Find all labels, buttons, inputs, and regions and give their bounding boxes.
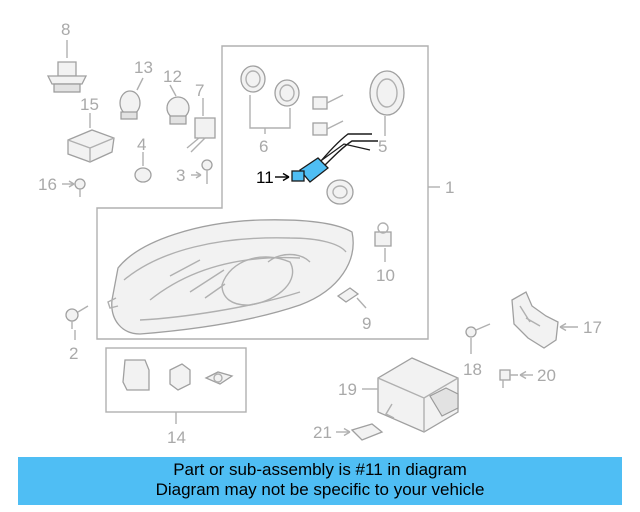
banner-line-1: Part or sub-assembly is #11 in diagram	[173, 460, 467, 479]
clip-21	[336, 423, 384, 441]
callout-7: 7	[195, 81, 204, 100]
callout-9: 9	[362, 314, 371, 333]
callout-1: 1	[445, 178, 454, 197]
nut-4	[134, 152, 152, 183]
banner-line-2: Diagram may not be specific to your vehi…	[155, 480, 485, 499]
screw-3	[191, 159, 213, 184]
bracket-kit-14	[122, 359, 234, 424]
harness-11-connector	[299, 157, 329, 183]
callout-16: 16	[38, 175, 57, 194]
harness-11-highlight	[291, 133, 378, 183]
bulb-8	[46, 40, 88, 93]
callout-3: 3	[176, 166, 185, 185]
callout-15: 15	[80, 95, 99, 114]
bulb-13	[119, 77, 144, 120]
callout-13: 13	[134, 58, 153, 77]
headlamp-housing	[107, 219, 354, 335]
callout-19: 19	[338, 380, 357, 399]
callout-10: 10	[376, 266, 395, 285]
socket-7	[186, 98, 216, 153]
callout-17: 17	[583, 318, 602, 337]
callout-2: 2	[69, 344, 78, 363]
caps-6	[240, 65, 300, 134]
module-15	[67, 113, 115, 163]
bolt-20	[499, 369, 533, 388]
headlamp-assembly-frame	[96, 45, 429, 340]
callout-21: 21	[313, 423, 332, 442]
screw-2	[65, 305, 89, 340]
callout-6: 6	[259, 137, 268, 156]
bracket-17	[511, 291, 578, 349]
socket-ring	[326, 179, 354, 205]
info-banner: Part or sub-assembly is #11 in diagram D…	[18, 457, 622, 505]
parts-diagram: 8 13 12 7 15 4 3	[38, 20, 602, 447]
socket-10	[374, 222, 392, 262]
clip-9	[336, 287, 367, 309]
callout-20: 20	[537, 366, 556, 385]
callout-8: 8	[61, 20, 70, 39]
callout-18: 18	[463, 360, 482, 379]
callout-11: 11	[256, 168, 274, 187]
bulb-12	[166, 84, 190, 125]
screw-16	[62, 178, 86, 197]
cap-5	[369, 70, 405, 136]
connectors-small	[312, 94, 344, 136]
callout-5: 5	[378, 137, 387, 156]
callout-4: 4	[137, 135, 146, 154]
callout-14: 14	[167, 428, 186, 447]
bolt-18	[465, 323, 491, 354]
module-19	[362, 357, 459, 433]
callout-12: 12	[163, 67, 182, 86]
